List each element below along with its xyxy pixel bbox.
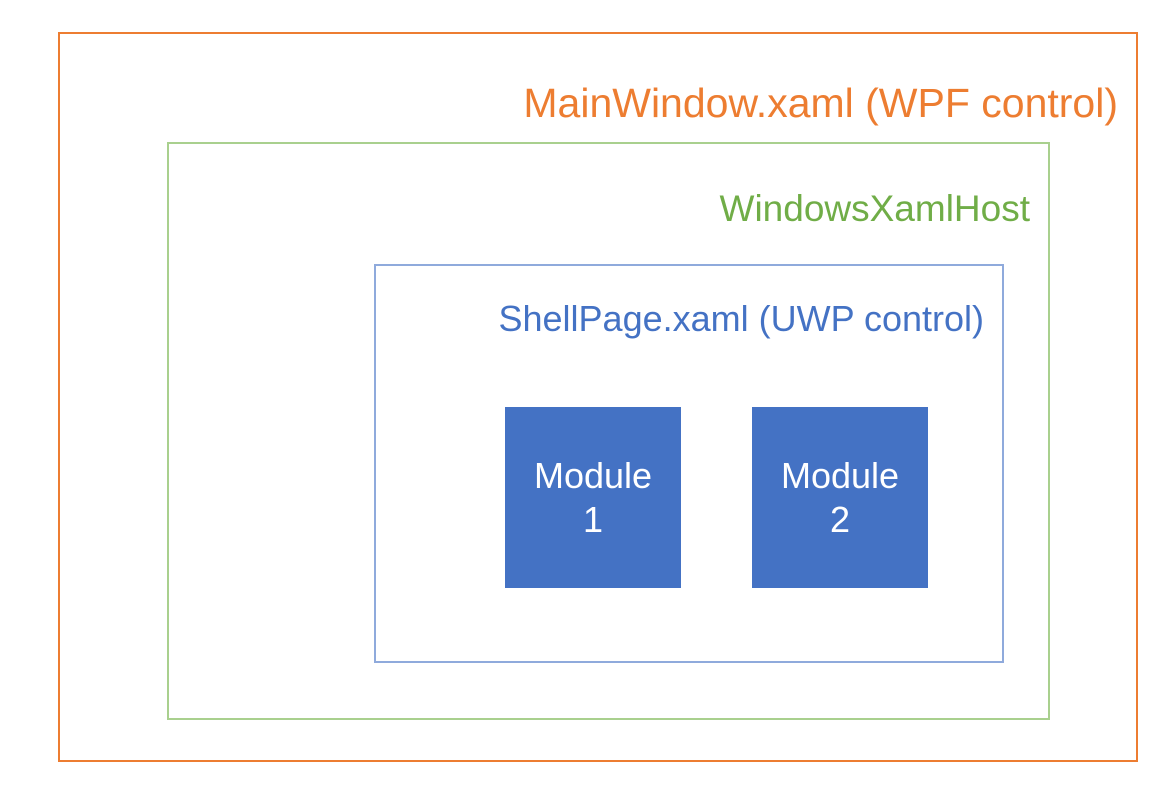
module-tile-2-number: 2	[829, 498, 851, 540]
container-mainwindow-wpf: MainWindow.xaml (WPF control) WindowsXam…	[58, 32, 1138, 762]
container-mainwindow-title: MainWindow.xaml (WPF control)	[523, 80, 1118, 126]
module-tile-2: Module 2	[752, 407, 928, 588]
container-windowsxamlhost-title: WindowsXamlHost	[719, 188, 1030, 229]
module-tile-1-label: Module	[533, 454, 653, 496]
module-tile-1: Module 1	[505, 407, 681, 588]
container-windowsxamlhost: WindowsXamlHost ShellPage.xaml (UWP cont…	[167, 142, 1050, 720]
container-shellpage-uwp: ShellPage.xaml (UWP control) Module 1 Mo…	[374, 264, 1004, 663]
modules-row: Module 1 Module 2	[376, 407, 1002, 589]
container-shellpage-title: ShellPage.xaml (UWP control)	[498, 298, 984, 339]
module-tile-2-label: Module	[780, 454, 900, 496]
module-tile-1-number: 1	[582, 498, 604, 540]
